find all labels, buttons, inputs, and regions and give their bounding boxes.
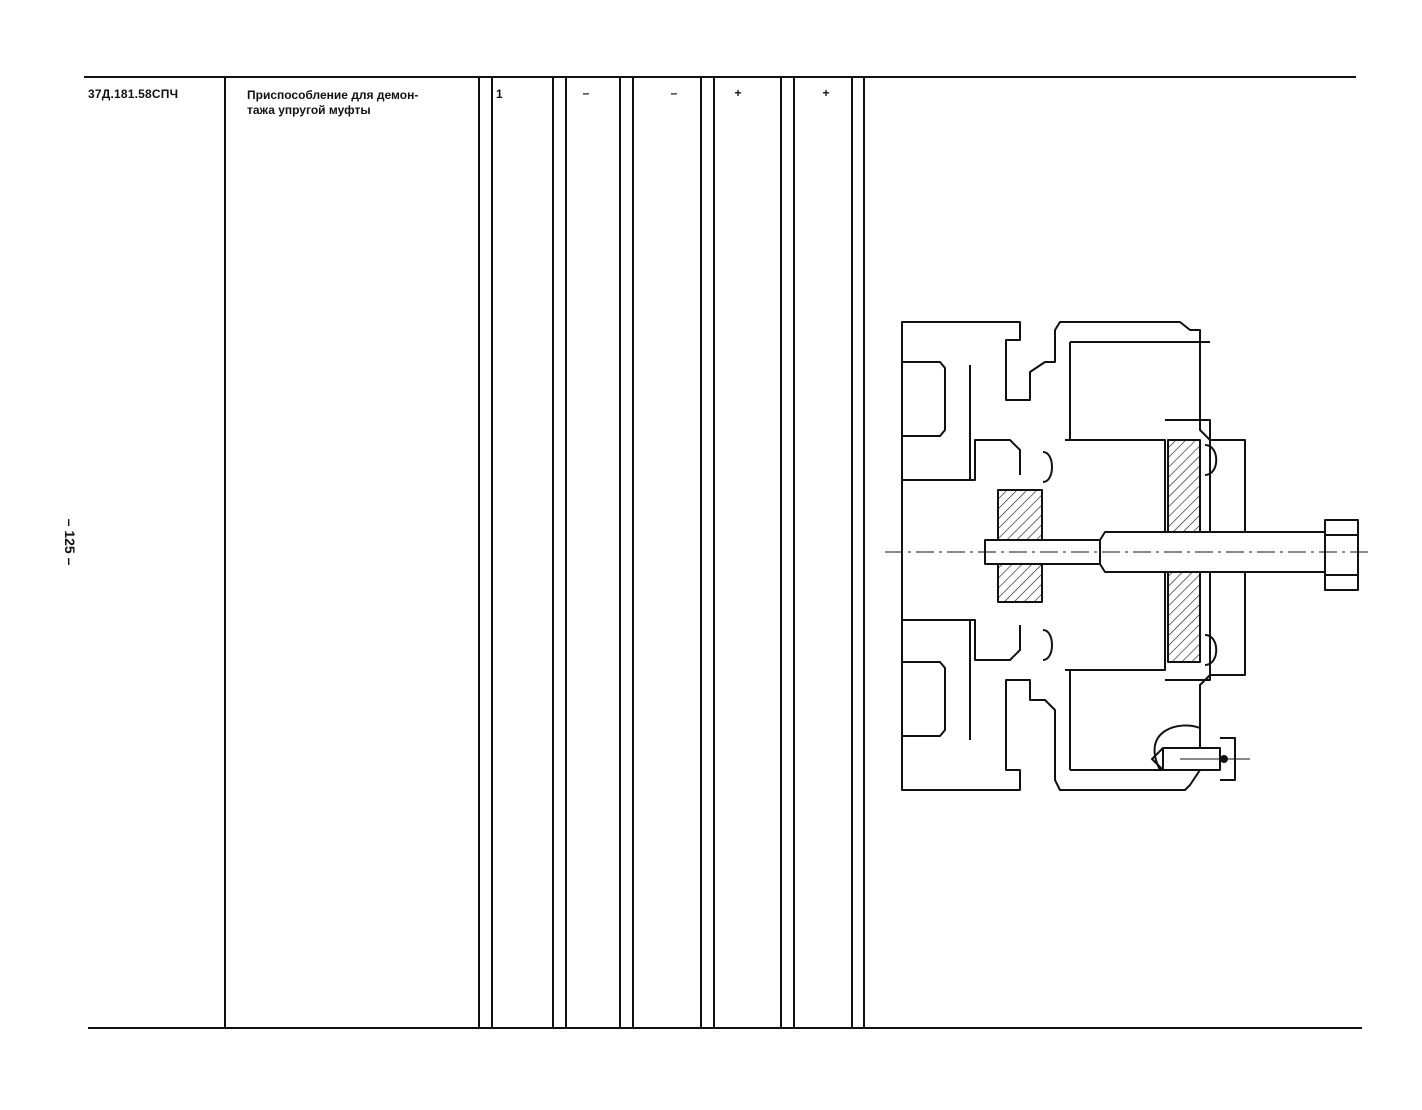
column-divider-10: [780, 78, 782, 1029]
column-divider-13: [863, 78, 865, 1029]
coupling-removal-fixture-drawing: [885, 321, 1368, 791]
column-6-mark: +: [734, 86, 742, 100]
column-divider-4: [552, 78, 554, 1029]
page-number: – 125 –: [62, 518, 78, 566]
bolt-head: [1324, 519, 1359, 591]
column-divider-11: [793, 78, 795, 1029]
housing-cavity-upper: [902, 361, 946, 437]
column-divider-5: [565, 78, 567, 1029]
housing-left: [901, 321, 1246, 791]
column-5-mark: –: [670, 86, 678, 100]
column-divider-6: [619, 78, 621, 1029]
table-bottom-rule: [88, 1027, 1362, 1029]
column-divider-12: [851, 78, 853, 1029]
column-4-mark: –: [582, 86, 590, 100]
item-name: Приспособление для демон- тажа упругой м…: [247, 88, 418, 118]
item-name-line-1: Приспособление для демон-: [247, 88, 419, 102]
item-quantity: 1: [496, 87, 503, 101]
item-designation: 37Д.181.58СПЧ: [88, 87, 179, 101]
column-divider-2: [478, 78, 480, 1029]
column-divider-1: [224, 78, 226, 1029]
column-divider-9: [713, 78, 715, 1029]
table-top-rule: [84, 76, 1356, 78]
housing-cavity-lower: [902, 661, 946, 737]
column-divider-7: [632, 78, 634, 1029]
item-name-line-2: тажа упругой муфты: [247, 103, 371, 117]
column-7-mark: +: [822, 86, 830, 100]
column-divider-8: [700, 78, 702, 1029]
column-divider-3: [491, 78, 493, 1029]
